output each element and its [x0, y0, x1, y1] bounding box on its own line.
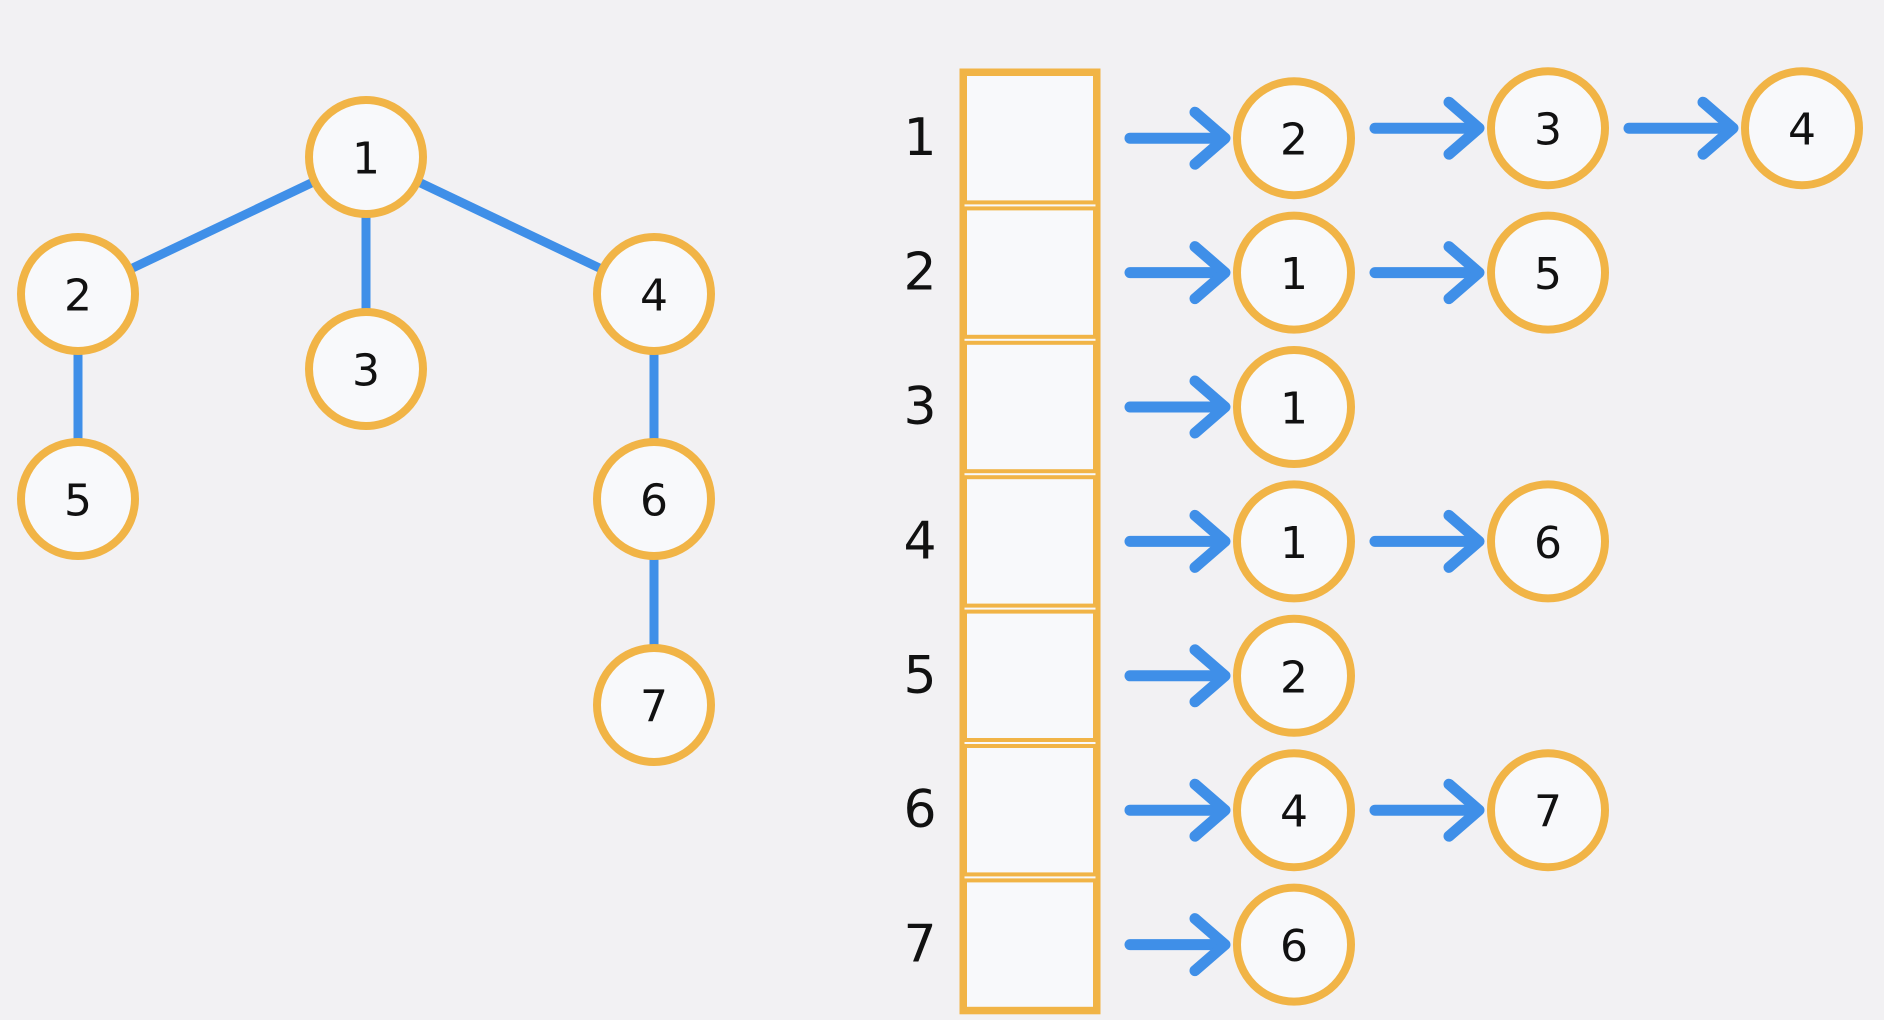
list-node-row1-2-circle [1487, 67, 1609, 190]
tree-nodes: 1 2 3 4 5 6 7 [17, 96, 715, 766]
list-node-row4-2-circle [1487, 480, 1609, 603]
tree-node-5: 5 [17, 438, 139, 560]
list-node-row5-1-label: 2 [1280, 652, 1308, 703]
list-node-row2-1-circle [1233, 211, 1355, 334]
arrow-row1-1 [1124, 106, 1231, 170]
list-node-row4-2-label: 6 [1534, 518, 1562, 569]
list-node-row3-1-label: 1 [1280, 384, 1308, 435]
list-node-row1-1: 2 [1233, 77, 1355, 200]
list-node-row1-2-label: 3 [1534, 105, 1562, 156]
array-cell-4 [963, 475, 1097, 608]
tree-node-6-label: 6 [640, 476, 668, 527]
tree-node-4: 4 [593, 233, 715, 355]
row-label-4: 4 [903, 511, 936, 571]
list-node-row3-1-circle [1233, 346, 1355, 468]
tree-node-7-label: 7 [640, 682, 668, 733]
list-node-row5-1: 2 [1233, 614, 1355, 737]
array-cell-3 [963, 340, 1097, 474]
tree-node-4-label: 4 [640, 271, 668, 322]
list-node-row2-2-circle [1487, 211, 1609, 334]
arrow-row2-1 [1124, 241, 1231, 305]
list-node-row6-1-label: 4 [1280, 787, 1308, 838]
list-node-row4-1: 1 [1233, 480, 1355, 603]
tree-node-4-circle [593, 233, 715, 355]
row-label-1: 1 [903, 108, 936, 168]
tree-node-3-label: 3 [352, 346, 380, 397]
array-cell-1 [963, 72, 1097, 205]
array-cell-2 [963, 206, 1097, 339]
list-node-row1-2: 3 [1487, 67, 1609, 190]
arrow-row6-1 [1124, 778, 1231, 842]
list-node-row2-1-label: 1 [1280, 249, 1308, 300]
list-node-row4-1-circle [1233, 480, 1355, 603]
tree-node-7: 7 [593, 644, 715, 766]
tree-node-1: 1 [305, 96, 427, 218]
list-node-row3-1: 1 [1233, 346, 1355, 468]
adjacency-lists: 2 3 4 1 5 1 1 6 2 4 7 6 [1124, 67, 1863, 1006]
tree-node-2-label: 2 [64, 271, 92, 322]
list-node-row6-2-circle [1487, 749, 1609, 872]
arrow-row4-2 [1369, 509, 1485, 573]
row-label-2: 2 [903, 243, 936, 303]
list-node-row7-1-circle [1233, 883, 1355, 1006]
tree-edges [73, 152, 659, 705]
list-node-row2-2: 5 [1487, 211, 1609, 334]
row-label-6: 6 [903, 780, 936, 840]
row-label-3: 3 [903, 377, 936, 437]
tree-node-2-circle [17, 233, 139, 355]
list-node-row6-1-circle [1233, 749, 1355, 872]
list-node-row1-1-circle [1233, 77, 1355, 200]
row-label-7: 7 [903, 915, 936, 975]
tree-node-5-label: 5 [64, 476, 92, 527]
list-node-row1-1-label: 2 [1280, 115, 1308, 166]
array-cell-5 [963, 609, 1097, 742]
tree-node-5-circle [17, 438, 139, 560]
list-node-row5-1-circle [1233, 614, 1355, 737]
tree-node-3-circle [305, 308, 427, 430]
arrow-row1-3 [1623, 96, 1739, 160]
tree-node-6: 6 [593, 438, 715, 560]
list-node-row4-1-label: 1 [1280, 518, 1308, 569]
adjacency-array: 1 2 3 4 5 6 7 [903, 68, 1101, 1015]
list-node-row6-2: 7 [1487, 749, 1609, 872]
list-node-row6-1: 4 [1233, 749, 1355, 872]
tree-node-7-circle [593, 644, 715, 766]
tree-node-1-label: 1 [352, 134, 380, 185]
list-node-row1-3-label: 4 [1788, 105, 1816, 156]
arrow-row2-2 [1369, 241, 1485, 305]
list-node-row6-2-label: 7 [1534, 787, 1562, 838]
list-node-row4-2: 6 [1487, 480, 1609, 603]
array-cell-6 [963, 744, 1097, 877]
array-cell-7 [963, 878, 1097, 1011]
list-node-row1-3: 4 [1741, 67, 1863, 190]
row-label-5: 5 [903, 646, 936, 706]
list-node-row2-1: 1 [1233, 211, 1355, 334]
arrow-row5-1 [1124, 644, 1231, 708]
arrow-row1-2 [1369, 96, 1485, 160]
tree-node-3: 3 [305, 308, 427, 430]
arrow-row4-1 [1124, 509, 1231, 573]
tree-node-1-circle [305, 96, 427, 218]
tree-node-2: 2 [17, 233, 139, 355]
list-node-row7-1: 6 [1233, 883, 1355, 1006]
tree-node-6-circle [593, 438, 715, 560]
arrow-row7-1 [1124, 913, 1231, 977]
arrow-row6-2 [1369, 778, 1485, 842]
list-node-row7-1-label: 6 [1280, 921, 1308, 972]
list-node-row1-3-circle [1741, 67, 1863, 190]
list-node-row2-2-label: 5 [1534, 249, 1562, 300]
arrow-row3-1 [1124, 375, 1231, 439]
